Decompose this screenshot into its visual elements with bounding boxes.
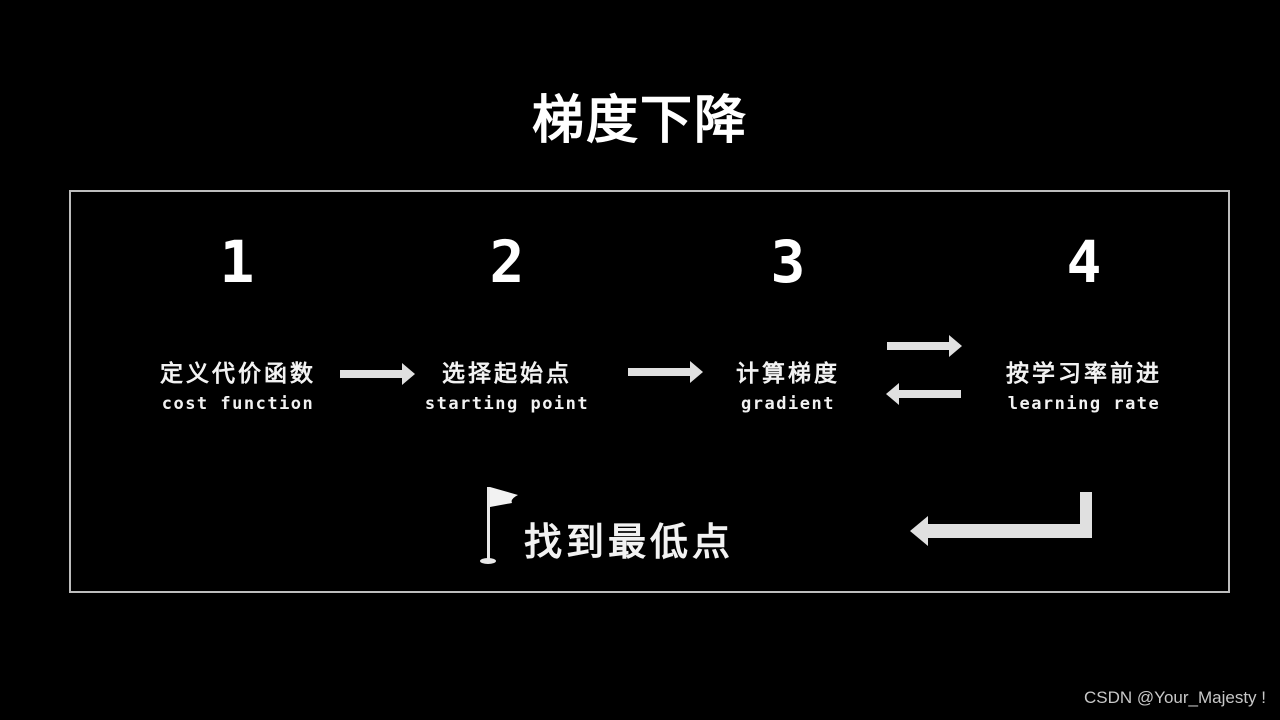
step-number-4: 4 — [1066, 228, 1102, 296]
return-arrow-icon — [910, 492, 1092, 546]
step-label-en: gradient — [741, 394, 835, 414]
goal-label: 找到最低点 — [524, 520, 735, 564]
page-title: 梯度下降 — [531, 91, 748, 151]
step-label-en: learning rate — [1007, 394, 1161, 414]
diagram-frame — [69, 190, 1230, 593]
right-arrow-icon — [628, 361, 703, 383]
watermark: CSDN @Your_Majesty ! — [1084, 688, 1266, 707]
left-arrow-icon — [886, 383, 961, 405]
step-cost-function: 定义代价函数 cost function — [160, 354, 316, 414]
step-label-cn: 选择起始点 — [441, 361, 572, 387]
step-label-en: cost function — [161, 394, 315, 414]
step-gradient: 计算梯度 gradient — [736, 354, 840, 414]
step-label-cn: 计算梯度 — [736, 361, 840, 387]
golf-flag-icon — [480, 487, 518, 564]
right-arrow-icon — [887, 335, 962, 357]
step-label-cn: 按学习率前进 — [1006, 361, 1162, 387]
step-number-3: 3 — [770, 228, 806, 296]
step-learning-rate: 按学习率前进 learning rate — [1006, 354, 1162, 414]
step-number-2: 2 — [489, 228, 525, 296]
step-label-en: starting point — [424, 394, 590, 414]
step-label-cn: 定义代价函数 — [160, 361, 316, 387]
right-arrow-icon — [340, 363, 415, 385]
step-starting-point: 选择起始点 starting point — [425, 354, 589, 414]
step-number-1: 1 — [219, 228, 255, 296]
